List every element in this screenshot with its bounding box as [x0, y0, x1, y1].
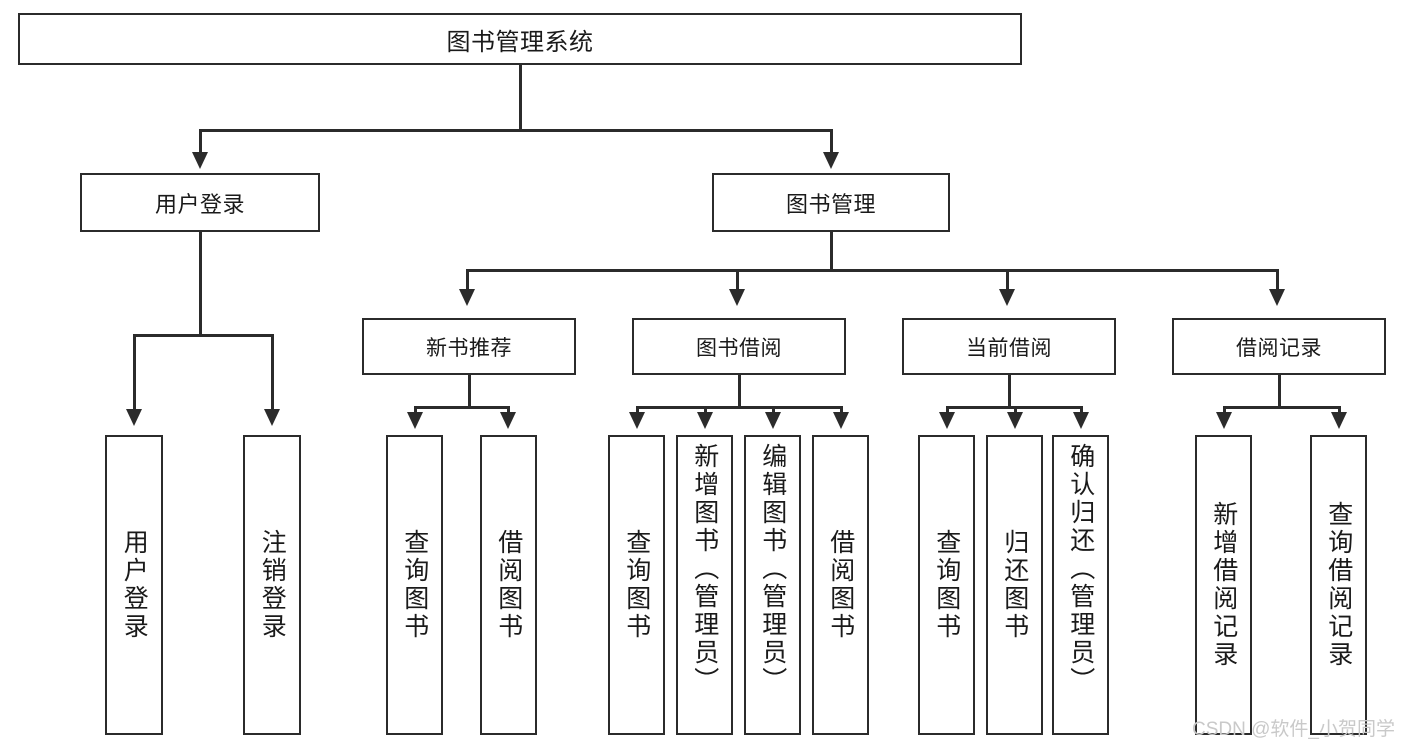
- connector-level1-drop-left: [199, 129, 202, 155]
- node-label: 新增图书（管理员）: [690, 443, 719, 695]
- arrowhead-leaf-add-book: [697, 412, 713, 429]
- node-label: 新增借阅记录: [1209, 501, 1238, 669]
- arrowhead-book-manage: [823, 152, 839, 169]
- node-label: 当前借阅: [966, 336, 1052, 360]
- node-label: 图书管理系统: [446, 28, 594, 56]
- node-borrow-record[interactable]: 借阅记录: [1172, 318, 1386, 375]
- arrowhead-leaf-edit-book: [765, 412, 781, 429]
- node-new-book-recommend[interactable]: 新书推荐: [362, 318, 576, 375]
- connector-user-login-drop-1: [133, 334, 136, 412]
- connector-level1-drop-right: [830, 129, 833, 155]
- node-label: 图书管理: [785, 191, 876, 217]
- leaf-borrow-book-recommend[interactable]: 借阅图书: [480, 435, 537, 735]
- connector-book-borrow-drop-4: [840, 406, 843, 415]
- connector-book-borrow-drop-3: [772, 406, 775, 415]
- arrowhead-leaf-return-book: [1007, 412, 1023, 429]
- arrowhead-leaf-logout: [264, 409, 280, 426]
- arrowhead-book-borrow: [729, 289, 745, 306]
- connector-level1-bus: [199, 129, 832, 132]
- connector-borrow-record-drop-1: [1223, 406, 1226, 415]
- connector-user-login-drop-2: [271, 334, 274, 412]
- connector-level2-bus: [466, 269, 1278, 272]
- leaf-edit-book-admin[interactable]: 编辑图书（管理员）: [744, 435, 801, 735]
- arrowhead-leaf-query-book-2: [629, 412, 645, 429]
- node-label: 借阅图书: [826, 529, 855, 641]
- connector-new-book-drop-2: [507, 406, 510, 415]
- leaf-query-book-recommend[interactable]: 查询图书: [386, 435, 443, 735]
- connector-current-borrow-drop-2: [1014, 406, 1017, 415]
- connector-book-borrow-drop-1: [636, 406, 639, 415]
- node-user-login[interactable]: 用户登录: [80, 173, 320, 232]
- connector-borrow-record-bus: [1223, 406, 1340, 409]
- leaf-user-login[interactable]: 用户登录: [105, 435, 163, 735]
- leaf-confirm-return-admin[interactable]: 确认归还（管理员）: [1052, 435, 1109, 735]
- node-label: 注销登录: [258, 529, 287, 641]
- arrowhead-leaf-query-record: [1331, 412, 1347, 429]
- arrowhead-new-book: [459, 289, 475, 306]
- arrowhead-leaf-borrow-book-1: [500, 412, 516, 429]
- node-label: 借阅记录: [1236, 336, 1322, 360]
- arrowhead-leaf-borrow-book-2: [833, 412, 849, 429]
- connector-borrow-record-drop-2: [1338, 406, 1341, 415]
- leaf-return-book[interactable]: 归还图书: [986, 435, 1043, 735]
- connector-current-borrow-drop-3: [1080, 406, 1083, 415]
- connector-book-borrow-drop-2: [704, 406, 707, 415]
- arrowhead-borrow-record: [1269, 289, 1285, 306]
- connector-user-login-bus: [133, 334, 272, 337]
- node-label: 用户登录: [120, 529, 149, 641]
- leaf-query-book-current[interactable]: 查询图书: [918, 435, 975, 735]
- node-label: 编辑图书（管理员）: [758, 443, 787, 695]
- connector-root-stem-main: [519, 65, 522, 130]
- arrowhead-current-borrow: [999, 289, 1015, 306]
- node-label: 归还图书: [1000, 529, 1029, 641]
- leaf-logout[interactable]: 注销登录: [243, 435, 301, 735]
- csdn-watermark: CSDN @软件_小贺同学: [1192, 719, 1395, 740]
- node-root-system[interactable]: 图书管理系统: [18, 13, 1022, 65]
- node-label: 查询借阅记录: [1324, 501, 1353, 669]
- connector-new-book-stem: [468, 375, 471, 408]
- connector-book-borrow-bus: [636, 406, 840, 409]
- arrowhead-user-login: [192, 152, 208, 169]
- arrowhead-leaf-confirm-return: [1073, 412, 1089, 429]
- leaf-query-borrow-record[interactable]: 查询借阅记录: [1310, 435, 1367, 735]
- node-label: 用户登录: [154, 191, 245, 217]
- node-current-borrow[interactable]: 当前借阅: [902, 318, 1116, 375]
- connector-user-login-stem: [199, 232, 202, 336]
- leaf-query-book-borrow[interactable]: 查询图书: [608, 435, 665, 735]
- node-label: 图书借阅: [696, 336, 782, 360]
- leaf-add-book-admin[interactable]: 新增图书（管理员）: [676, 435, 733, 735]
- node-label: 查询图书: [622, 529, 651, 641]
- leaf-add-borrow-record[interactable]: 新增借阅记录: [1195, 435, 1252, 735]
- node-label: 确认归还（管理员）: [1066, 443, 1095, 695]
- node-label: 新书推荐: [426, 336, 512, 360]
- node-label: 借阅图书: [494, 529, 523, 641]
- connector-new-book-drop-1: [414, 406, 417, 415]
- node-label: 查询图书: [400, 529, 429, 641]
- connector-current-borrow-drop-1: [946, 406, 949, 415]
- connector-level2-drop-4: [1276, 269, 1279, 291]
- arrowhead-leaf-add-record: [1216, 412, 1232, 429]
- connector-book-borrow-stem: [738, 375, 741, 408]
- connector-borrow-record-stem: [1278, 375, 1281, 408]
- leaf-borrow-book[interactable]: 借阅图书: [812, 435, 869, 735]
- arrowhead-leaf-query-book-1: [407, 412, 423, 429]
- node-book-borrow[interactable]: 图书借阅: [632, 318, 846, 375]
- arrowhead-leaf-query-book-3: [939, 412, 955, 429]
- connector-book-manage-stem: [830, 232, 833, 271]
- node-book-management[interactable]: 图书管理: [712, 173, 950, 232]
- connector-level2-drop-3: [1006, 269, 1009, 291]
- connector-new-book-bus: [414, 406, 509, 409]
- node-label: 查询图书: [932, 529, 961, 641]
- connector-level2-drop-1: [466, 269, 469, 291]
- connector-current-borrow-stem: [1008, 375, 1011, 408]
- arrowhead-leaf-user-login: [126, 409, 142, 426]
- connector-level2-drop-2: [736, 269, 739, 291]
